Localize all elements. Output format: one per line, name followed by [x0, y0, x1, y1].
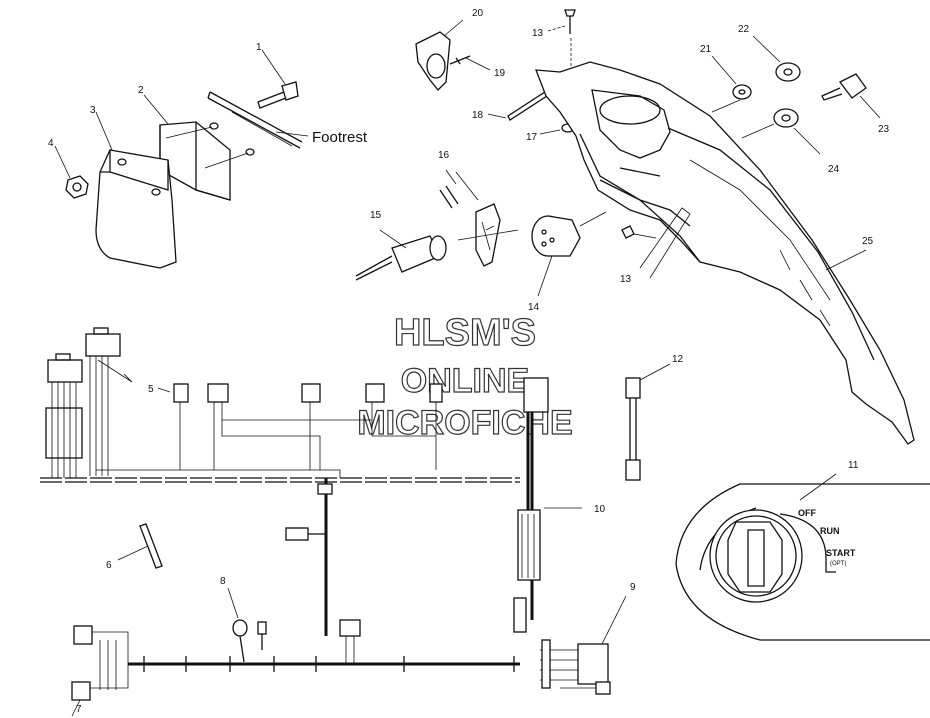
bolt-part-1	[257, 81, 299, 109]
callout-17: 17	[526, 132, 538, 143]
part-6-tie-strap	[117, 523, 163, 569]
callout-22: 22	[738, 24, 750, 35]
svg-text:HLSM'S: HLSM'S	[394, 312, 536, 354]
callout-7: 7	[76, 704, 82, 715]
part-22-nut	[752, 35, 801, 82]
part-19-screw	[449, 55, 491, 71]
footrest-label: Footrest	[312, 129, 368, 146]
part-11-switch-panel	[675, 473, 930, 641]
callout-5: 5	[148, 384, 154, 395]
callout-8: 8	[220, 576, 226, 587]
harness-main	[71, 412, 627, 717]
nut-part-4	[65, 175, 89, 199]
part-21-washer	[711, 55, 752, 113]
harness-part-5	[40, 327, 549, 483]
callout-9: 9	[630, 582, 636, 593]
part-12-jumper	[625, 363, 671, 481]
callout-23: 23	[878, 124, 890, 135]
callout-11: 11	[848, 460, 859, 471]
callout-20: 20	[472, 8, 484, 19]
callout-19: 19	[494, 68, 506, 79]
switch-pos-off: OFF	[798, 508, 816, 518]
callout-4: 4	[48, 138, 54, 149]
callout-15: 15	[370, 210, 382, 221]
switch-pos-start: START	[826, 548, 856, 558]
switch-pos-run: RUN	[820, 526, 840, 536]
callout-21: 21	[700, 44, 712, 55]
part-13-screw-lower	[621, 207, 691, 279]
spacer-block-part-2	[159, 121, 255, 201]
svg-text:ONLINE: ONLINE	[401, 362, 529, 400]
part-16-clip	[439, 169, 501, 267]
switch-pos-start-note: (OPT)	[830, 561, 846, 567]
part-14-ignition-switch	[531, 211, 607, 297]
part-24-nut	[741, 108, 821, 155]
part-20-bracket	[415, 19, 464, 91]
callout-1: 1	[256, 42, 262, 53]
callout-24: 24	[828, 164, 840, 175]
callout-18: 18	[472, 110, 484, 121]
callout-2: 2	[138, 85, 144, 96]
part-23-key	[821, 73, 881, 119]
callout-12: 12	[672, 354, 684, 365]
part-15-switch	[355, 229, 519, 281]
part-18-pin	[487, 89, 551, 121]
callout-25: 25	[862, 236, 874, 247]
callout-6: 6	[106, 560, 112, 571]
body-panel-part-25	[535, 61, 915, 445]
callout-3: 3	[90, 105, 96, 116]
callout-10: 10	[594, 504, 606, 515]
callout-13-top: 13	[532, 28, 544, 39]
callout-13-lower: 13	[620, 274, 632, 285]
footrest-assembly	[54, 49, 303, 269]
callout-16: 16	[438, 150, 450, 161]
footrest-pad-part-3	[95, 149, 177, 269]
harness-connectors	[173, 377, 549, 413]
watermark: HLSM'S ONLINE MICROFICHE	[357, 311, 574, 442]
callout-14: 14	[528, 302, 540, 313]
